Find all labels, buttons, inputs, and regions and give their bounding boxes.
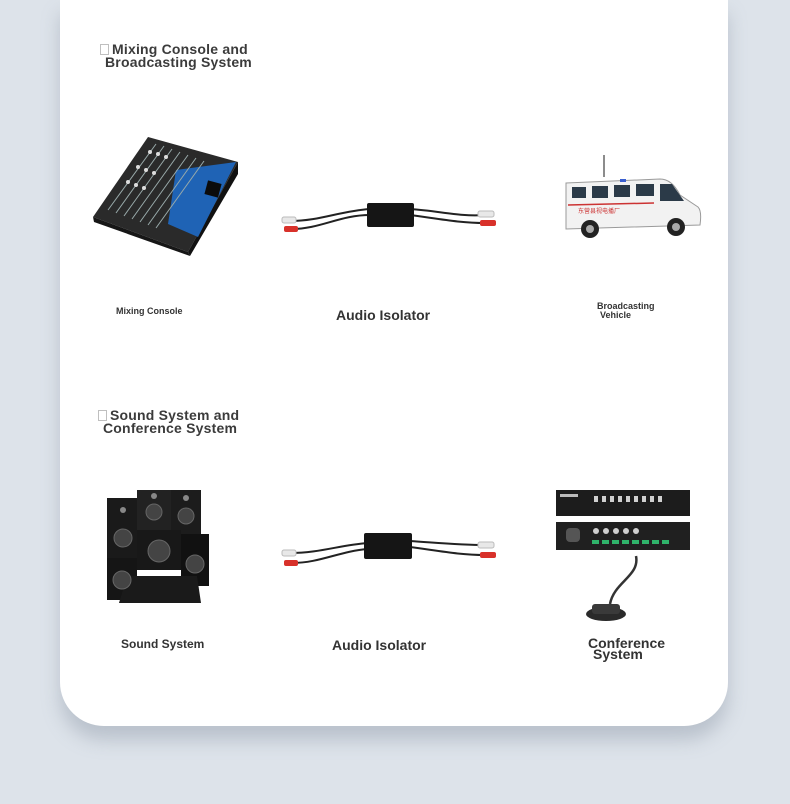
label-audio-isolator-2: Audio Isolator: [332, 637, 427, 653]
content-card: Mixing Console and Broadcasting System M…: [60, 0, 728, 726]
bullet-icon: [98, 410, 107, 421]
label-line: Conference: [588, 635, 666, 651]
section-title-line: Mixing Console and: [112, 41, 248, 57]
label-audio-isolator: Audio Isolator: [336, 307, 431, 323]
label-sound-system: Sound System: [121, 637, 205, 651]
label-conference-system: Conference System: [588, 635, 666, 662]
label-line: Vehicle: [600, 310, 632, 320]
label-mixing-console: Mixing Console: [116, 306, 183, 316]
section-title-sound: Sound System and Conference System: [98, 407, 240, 436]
section-title-line: Broadcasting System: [105, 54, 252, 70]
speaker-stack-image: [107, 490, 209, 603]
mixing-console-image: [93, 137, 238, 256]
conference-system-image: [556, 490, 690, 621]
label-broadcasting-vehicle: Broadcasting Vehicle: [597, 302, 655, 320]
label-line: System: [593, 646, 643, 662]
audio-isolator-image: [281, 533, 496, 566]
broadcast-van-image: 东营县视电播厂: [565, 155, 702, 238]
audio-isolator-image: [281, 203, 496, 232]
section-title-mixing: Mixing Console and Broadcasting System: [100, 41, 252, 70]
svg-text:东营县视电播厂: 东营县视电播厂: [578, 207, 620, 215]
label-line: Broadcasting: [597, 301, 655, 311]
bullet-icon: [100, 44, 109, 55]
section-title-line: Sound System and: [110, 407, 240, 423]
section-title-line: Conference System: [103, 420, 238, 436]
